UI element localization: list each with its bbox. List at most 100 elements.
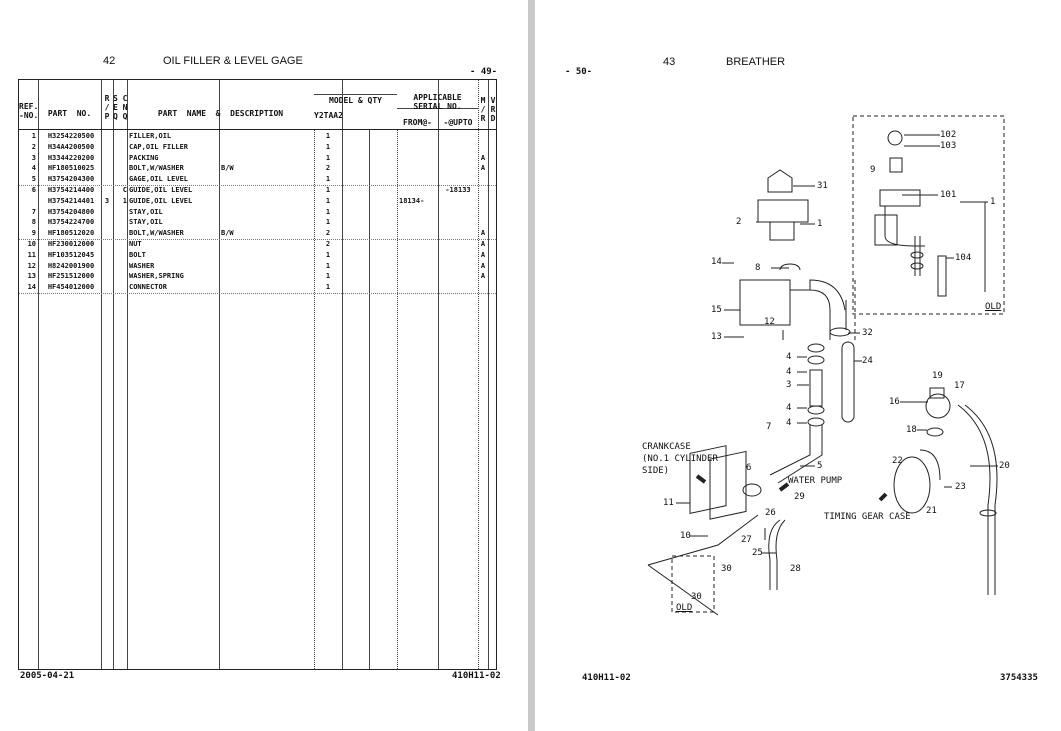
- cell-ref: 3: [31, 153, 36, 162]
- page-title: BREATHER: [726, 56, 786, 68]
- timing-gear-case-note: TIMING GEAR CASE: [824, 512, 911, 522]
- cell-qty: 1: [325, 186, 331, 194]
- cell-name: BOLT,W/WASHER: [129, 229, 184, 238]
- callout-3: 3: [786, 380, 792, 390]
- cell-qty: 1: [325, 272, 331, 281]
- cell-name: GUIDE,OIL LEVEL: [129, 196, 193, 205]
- cell-from: 18134-: [399, 196, 425, 205]
- section-number: 42: [103, 55, 116, 67]
- callout-1: 1: [817, 219, 823, 229]
- crankcase-note: SIDE): [642, 466, 670, 476]
- cell-desc: B/W: [221, 229, 234, 238]
- cell-qty: 1: [325, 218, 331, 227]
- old-inset-box: [852, 115, 1005, 315]
- cell-part: H3344220200: [47, 153, 95, 162]
- cell-name: STAY,OIL: [129, 218, 163, 227]
- cell-upto: -18133: [445, 186, 471, 194]
- callout-old: OLD: [985, 302, 1002, 312]
- callout-4: 4: [786, 352, 792, 362]
- table-row: 3 H3344220200 PACKING 1 A: [19, 153, 496, 164]
- callout-103: 103: [940, 141, 957, 151]
- cell-name: STAY,OIL: [129, 207, 163, 216]
- callout-4: 4: [786, 418, 792, 428]
- row-divider: [19, 185, 496, 186]
- header-part-name: PART NAME & DESCRIPTION: [157, 109, 284, 118]
- callout-6: 6: [746, 463, 752, 473]
- callout-old: OLD: [676, 603, 693, 613]
- cell-part: HF454012000: [47, 283, 95, 292]
- cell-part: HF251512000: [47, 272, 95, 281]
- callout-23: 23: [955, 482, 966, 492]
- cell-part: H3254220500: [47, 132, 95, 140]
- cell-sc: C: [122, 186, 127, 194]
- header-rp: R / P: [104, 94, 110, 121]
- cell-ref: 10: [27, 240, 36, 248]
- callout-25: 25: [752, 548, 763, 558]
- cell-qty: 1: [325, 175, 331, 184]
- cell-part: H3754214400: [47, 186, 95, 194]
- callout-2: 2: [736, 217, 742, 227]
- cell-qty: 1: [325, 196, 331, 205]
- callout-22: 22: [892, 456, 903, 466]
- callout-18: 18: [906, 425, 917, 435]
- cell-name: BOLT: [129, 250, 146, 259]
- cell-part: HF103512045: [47, 250, 95, 259]
- header-divider: [397, 108, 478, 109]
- footer-date: 2005-04-21: [20, 671, 75, 681]
- cell-qty: 1: [325, 132, 331, 140]
- cell-qty: 1: [325, 261, 331, 270]
- water-pump-note: WATER PUMP: [788, 476, 843, 486]
- cell-ref: 5: [31, 175, 36, 184]
- cell-name: WASHER: [129, 261, 155, 270]
- callout-104: 104: [955, 253, 972, 263]
- column-divider: [397, 129, 398, 669]
- cell-ref: 1: [31, 132, 36, 140]
- cell-name: BOLT,W/WASHER: [129, 164, 184, 173]
- cell-part: H3754214401: [47, 196, 95, 205]
- column-divider: [38, 80, 39, 669]
- callout-16: 16: [889, 397, 900, 407]
- header-sc: S C E N Q Q: [113, 94, 128, 121]
- callout-5: 5: [817, 461, 823, 471]
- column-divider: [478, 80, 479, 669]
- cell-ref: 13: [27, 272, 36, 281]
- callout-4: 4: [786, 367, 792, 377]
- cell-desc: B/W: [221, 164, 234, 173]
- header-applicable-serial: APPLICABLE SERIAL NO.: [413, 93, 462, 111]
- callout-4: 4: [786, 403, 792, 413]
- cell-ref: 8: [31, 218, 36, 227]
- callout-9: 9: [870, 165, 876, 175]
- cell-rp: 3: [104, 196, 110, 205]
- cell-qty: 2: [325, 240, 331, 248]
- column-divider: [314, 129, 315, 669]
- cell-qty: 1: [325, 153, 331, 162]
- cell-ref: 12: [27, 261, 36, 270]
- column-divider: [488, 80, 489, 669]
- cell-mr: A: [480, 153, 486, 162]
- cell-qty: 1: [325, 142, 331, 151]
- cell-part: HF180512020: [47, 229, 95, 238]
- cell-mr: A: [480, 261, 486, 270]
- callout-24: 24: [862, 356, 873, 366]
- cell-name: CAP,OIL FILLER: [129, 142, 189, 151]
- callout-10: 10: [680, 531, 691, 541]
- old-bolt-box: [671, 555, 715, 613]
- cell-ref: 9: [31, 229, 36, 238]
- table-row: 1 H3254220500 FILLER,OIL 1: [19, 131, 496, 142]
- cell-name: FILLER,OIL: [129, 132, 172, 140]
- right-page: - 50- 43 BREATHER 410H11-02 3754335: [535, 0, 1061, 731]
- cell-name: PACKING: [129, 153, 159, 162]
- callout-101: 101: [940, 190, 957, 200]
- callout-1: 1: [990, 197, 996, 207]
- callout-30: 30: [721, 564, 732, 574]
- callout-26: 26: [765, 508, 776, 518]
- section-number: 43: [663, 56, 676, 68]
